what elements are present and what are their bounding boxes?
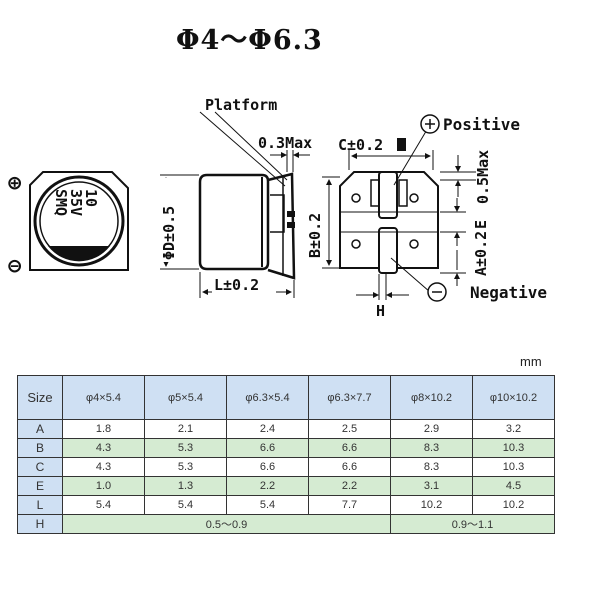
col-header: φ8×10.2	[390, 375, 473, 420]
positive-label: Positive	[443, 115, 520, 134]
row-header: L	[17, 495, 63, 515]
table-cell: 1.8	[62, 419, 145, 439]
minus-icon: ⊖	[8, 254, 21, 279]
a-label: A±0.2	[472, 231, 490, 276]
table-cell: 2.4	[226, 419, 309, 439]
dimension-drawing: 10 35V SMQ ⊕ ⊖ Platform 0.3Max	[8, 96, 547, 320]
table-row: C 4.3 5.3 6.6 6.6 8.3 10.3	[17, 457, 555, 477]
table-cell: 1.3	[144, 476, 227, 496]
table-cell: 3.2	[472, 419, 555, 439]
c-label: C±0.2	[338, 136, 383, 154]
table-cell-merged: 0.5～0.9	[62, 514, 391, 534]
col-header: φ6.3×5.4	[226, 375, 309, 420]
capacitor-body	[198, 173, 270, 271]
table-cell: 5.4	[144, 495, 227, 515]
positive-terminal	[378, 171, 398, 219]
table-cell: 10.3	[472, 438, 555, 458]
table-cell: 5.4	[62, 495, 145, 515]
negative-stripe	[48, 246, 110, 262]
max-05-label: 0.5Max	[474, 150, 492, 204]
capacitor-top-circle	[33, 175, 125, 267]
negative-label: Negative	[470, 283, 547, 302]
table-cell: 7.7	[308, 495, 391, 515]
table-cell: 6.6	[226, 438, 309, 458]
table-row: H 0.5～0.9 0.9～1.1	[17, 514, 555, 534]
table-cell: 1.0	[62, 476, 145, 496]
table-row: B 4.3 5.3 6.6 6.6 8.3 10.3	[17, 438, 555, 458]
top-view: 10 35V SMQ ⊕ ⊖	[8, 171, 129, 279]
negative-terminal	[378, 227, 398, 274]
table-cell: 5.3	[144, 438, 227, 458]
table-cell: 6.6	[226, 457, 309, 477]
table-cell: 10.3	[472, 457, 555, 477]
table-cell: 2.2	[308, 476, 391, 496]
table-cell: 4.3	[62, 457, 145, 477]
side-view: Platform 0.3Max ΦD±0.5 L±0.2	[160, 96, 312, 298]
b-label: B±0.2	[306, 213, 324, 258]
table-cell: 6.6	[308, 457, 391, 477]
table-cell: 6.6	[308, 438, 391, 458]
table-row: A 1.8 2.1 2.4 2.5 2.9 3.2	[17, 419, 555, 439]
e-label: E	[472, 220, 490, 229]
table-row: L 5.4 5.4 5.4 7.7 10.2 10.2	[17, 495, 555, 515]
row-header: B	[17, 438, 63, 458]
length-label: L±0.2	[214, 276, 259, 294]
plus-icon: ⊕	[8, 171, 21, 196]
row-header: A	[17, 419, 63, 439]
marking-line-1: 10	[82, 189, 100, 207]
diameter-label: ΦD±0.5	[160, 206, 178, 260]
row-header: C	[17, 457, 63, 477]
table-row: E 1.0 1.3 2.2 2.2 3.1 4.5	[17, 476, 555, 496]
h-label: H	[376, 302, 385, 320]
table-cell: 8.3	[390, 438, 473, 458]
col-header: φ5×5.4	[144, 375, 227, 420]
table-corner-header: Size	[17, 375, 63, 420]
marking-line-2: 35V	[67, 189, 85, 216]
table-cell: 2.2	[226, 476, 309, 496]
table-cell: 10.2	[472, 495, 555, 515]
table-cell: 3.1	[390, 476, 473, 496]
pad-view: C±0.2 Positive Negative B±0.2	[306, 114, 547, 320]
col-header: φ6.3×7.7	[308, 375, 391, 420]
marking-text: 10 35V SMQ	[52, 189, 100, 216]
table-cell: 2.1	[144, 419, 227, 439]
max-03-label: 0.3Max	[258, 134, 312, 152]
table-cell-merged: 0.9～1.1	[390, 514, 555, 534]
platform-label: Platform	[205, 96, 277, 114]
marking-line-3: SMQ	[52, 189, 70, 216]
col-header: φ10×10.2	[472, 375, 555, 420]
col-header: φ4×5.4	[62, 375, 145, 420]
table-cell: 2.5	[308, 419, 391, 439]
pad-base	[339, 171, 439, 269]
dimension-table: Size φ4×5.4 φ5×5.4 φ6.3×5.4 φ6.3×7.7 φ8×…	[17, 375, 555, 534]
table-cell: 10.2	[390, 495, 473, 515]
table-cell: 5.4	[226, 495, 309, 515]
table-cell: 4.5	[472, 476, 555, 496]
row-header: H	[17, 514, 63, 534]
table-cell: 8.3	[390, 457, 473, 477]
table-cell: 2.9	[390, 419, 473, 439]
row-header: E	[17, 476, 63, 496]
table-cell: 4.3	[62, 438, 145, 458]
table-cell: 5.3	[144, 457, 227, 477]
page-title: Φ4～Φ6.3	[176, 25, 323, 56]
unit-label: mm	[520, 354, 542, 369]
